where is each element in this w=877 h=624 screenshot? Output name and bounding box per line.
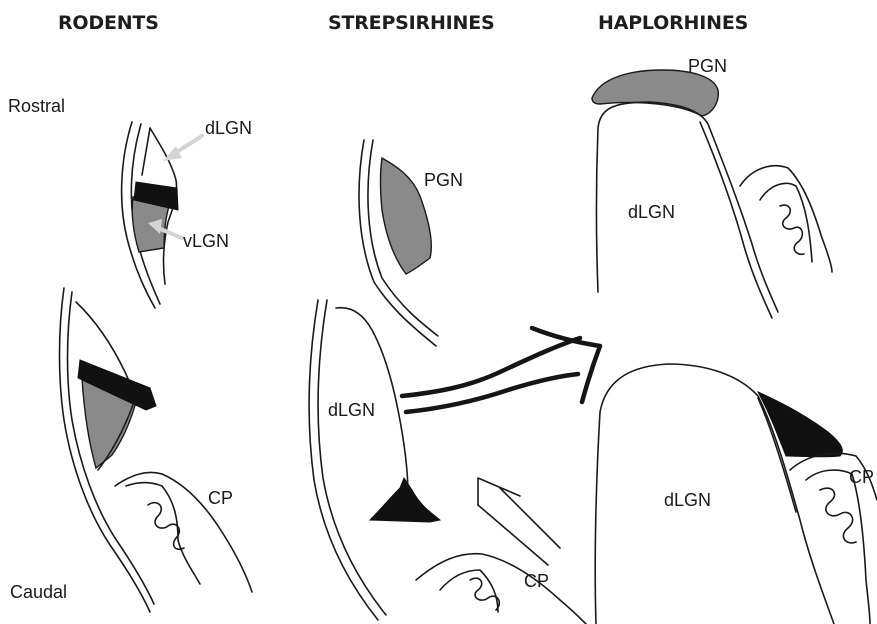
rodents-upper-dlgn-outline <box>142 128 150 175</box>
haplo-upper-cp-squiggle <box>780 205 804 254</box>
rodents-cp-label: CP <box>208 488 233 508</box>
transition-arrow-upper-shaft <box>402 338 580 396</box>
strep-lower-mid-contour <box>318 300 386 615</box>
thin-arrow-shaft <box>478 488 560 565</box>
strep-dlgn-label: dLGN <box>328 400 375 420</box>
haplo-pgn-label: PGN <box>688 56 727 76</box>
haplo-upper-cp-inner <box>760 183 812 262</box>
haplo-upper-dlgn-label: dLGN <box>628 202 675 222</box>
haplorhines-upper-section: PGN dLGN <box>592 56 832 318</box>
strep-cp-label: CP <box>524 571 549 591</box>
caudal-label: Caudal <box>10 582 67 602</box>
rodents-vlgn-label: vLGN <box>183 231 229 251</box>
haplo-upper-outer-contour <box>597 102 779 312</box>
haplorhines-lower-section: dLGN CP <box>595 364 877 624</box>
rodents-dlgn-label: dLGN <box>205 118 252 138</box>
transition-arrow <box>402 328 600 412</box>
strep-black-layer <box>370 478 440 522</box>
haplo-lower-cp-inner <box>806 470 870 624</box>
heading-haplorhines: HAPLORHINES <box>598 12 748 34</box>
rodents-upper-section: dLGN vLGN <box>122 118 252 308</box>
haplo-lower-dlgn-label: dLGN <box>664 490 711 510</box>
haplo-lower-cp-label: CP <box>849 467 874 487</box>
strepsirhines-lower-section: dLGN CP <box>309 300 586 624</box>
heading-strepsirhines: STREPSIRHINES <box>328 12 495 34</box>
strep-lower-outer-contour <box>309 300 378 620</box>
heading-rodents: RODENTS <box>58 12 159 34</box>
haplo-lower-outer-contour <box>595 364 834 624</box>
strep-pgn-label: PGN <box>424 170 463 190</box>
haplo-lower-cp-squiggle <box>820 488 856 543</box>
rostral-label: Rostral <box>8 96 65 116</box>
strepsirhines-upper-section: PGN <box>359 140 463 346</box>
transition-arrow-head <box>532 328 600 402</box>
haplo-upper-mid-contour <box>700 122 772 318</box>
strep-cp-inner <box>440 570 498 612</box>
rodents-lower-section: CP <box>60 288 253 612</box>
rodents-cp-inner <box>126 483 200 584</box>
haplo-pgn-region <box>592 70 718 116</box>
